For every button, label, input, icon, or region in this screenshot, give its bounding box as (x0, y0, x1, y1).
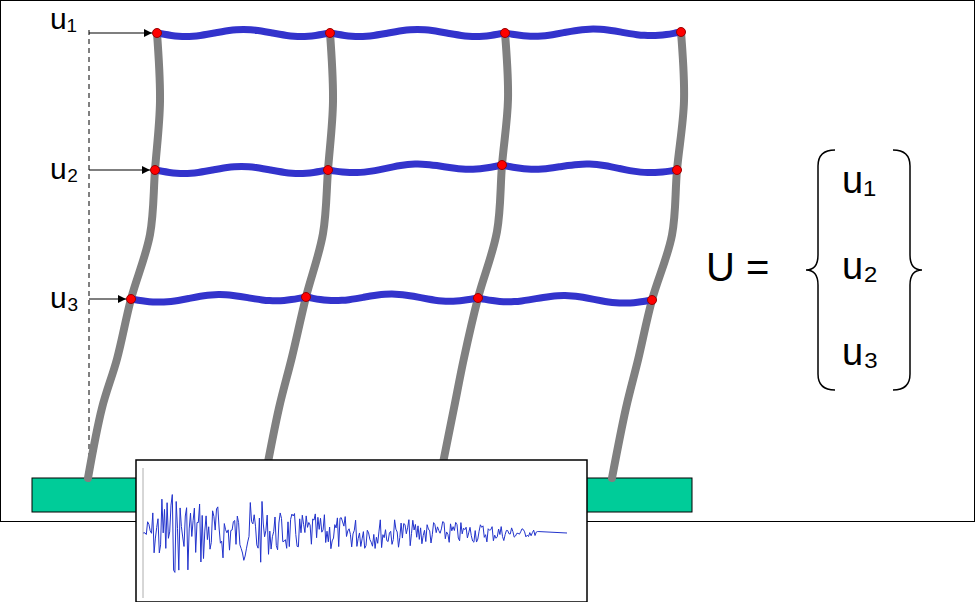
joint-node (673, 166, 682, 175)
seismogram-inset (136, 460, 587, 602)
vector-entry: u₁ (842, 160, 876, 202)
joint-node (324, 166, 333, 175)
joint-node (153, 29, 162, 38)
joint-node (127, 295, 136, 304)
joint-node (648, 296, 657, 305)
record-axis (143, 468, 144, 598)
joint-node (501, 29, 510, 38)
joint-node (151, 166, 160, 175)
joint-node (326, 29, 335, 38)
beam (478, 296, 652, 304)
joint-node (302, 293, 311, 302)
beam (157, 30, 330, 37)
displacement-arrow (89, 298, 126, 299)
left-brace (806, 150, 835, 390)
right-brace (893, 150, 922, 390)
beam (306, 294, 478, 301)
column (612, 32, 684, 478)
displacement-label: u₁ (50, 2, 77, 35)
outer-frame (1, 1, 975, 522)
beam (330, 30, 505, 37)
beam (131, 295, 306, 303)
displacement-arrow (89, 32, 152, 33)
joint-node (474, 294, 483, 303)
ground-motion-record (143, 495, 567, 573)
beam (505, 29, 681, 36)
beam (328, 164, 502, 173)
column (440, 33, 508, 478)
vector-symbol: U = (706, 245, 769, 289)
joint-node (677, 28, 686, 37)
vector-entry: u₃ (842, 332, 879, 374)
column (265, 33, 333, 478)
displacement-label: u₂ (50, 152, 78, 185)
seismogram (143, 468, 567, 598)
displacement-arrow (89, 169, 150, 170)
beam (155, 167, 328, 174)
frame-structure (88, 28, 686, 479)
column (88, 33, 160, 478)
reference-line (89, 30, 90, 478)
displacement-label: u₃ (50, 281, 79, 314)
beam (502, 164, 677, 173)
joint-node (498, 161, 507, 170)
vector-entry: u₂ (842, 246, 878, 288)
